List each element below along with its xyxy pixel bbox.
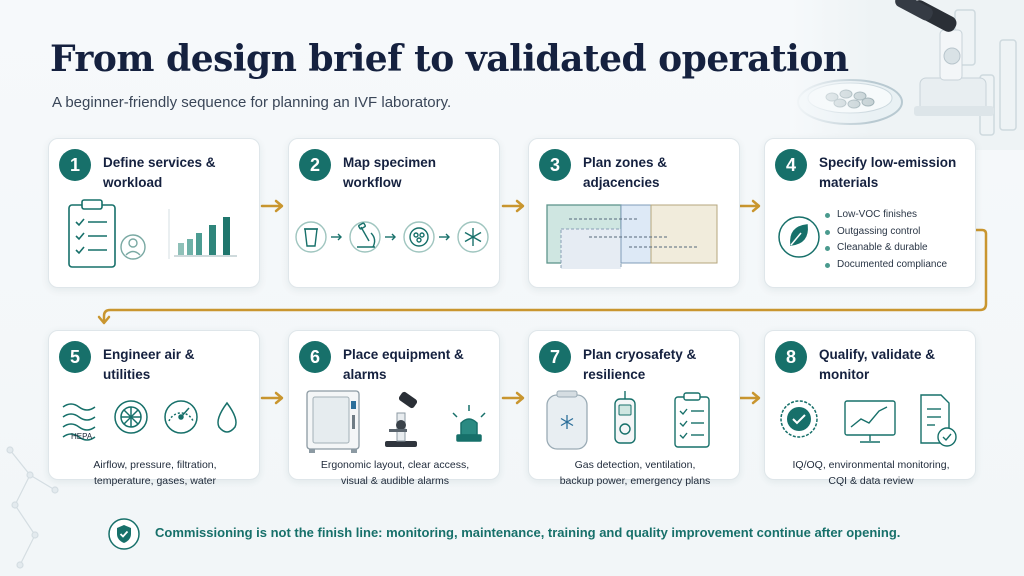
step-caption: Gas detection, ventilation,backup power,… xyxy=(559,459,711,487)
step-number: 5 xyxy=(59,341,91,373)
arrow-1-2 xyxy=(260,199,284,213)
step-1-icons xyxy=(68,199,237,268)
clipboard-checklist-icon xyxy=(68,199,116,268)
pressure-gauge-icon xyxy=(164,400,198,434)
shield-check-icon xyxy=(108,518,140,550)
microscope-icon xyxy=(385,391,418,447)
arrow-right-icon xyxy=(385,233,396,241)
step-title: Plan cryosafety &resilience xyxy=(583,347,697,382)
step-4-icons xyxy=(778,216,820,258)
step-7-icons xyxy=(546,390,710,450)
step-title: Engineer air &utilities xyxy=(103,347,195,382)
specimen-cup-icon xyxy=(295,221,327,253)
microscope-icon xyxy=(349,221,381,253)
monitor-chart-icon xyxy=(844,400,896,443)
arrow-right-icon xyxy=(439,233,450,241)
alarm-light-icon xyxy=(452,405,486,442)
bullet-item: Outgassing control xyxy=(825,224,947,241)
step-2-icons xyxy=(295,221,489,253)
lab-illustration xyxy=(790,0,1024,150)
arrow-right-icon xyxy=(331,233,342,241)
page-title: From design brief to validated operation xyxy=(50,38,849,80)
step-card-5: 5 Engineer air &utilities Airf xyxy=(48,330,260,487)
leaf-icon xyxy=(778,216,820,258)
step-card-1: 1 Define services &workload xyxy=(48,138,260,288)
step-8-icons xyxy=(780,394,957,447)
footer-note: Commissioning is not the finish line: mo… xyxy=(155,525,901,540)
floor-plan-icon xyxy=(546,204,718,269)
hepa-label: HEPA xyxy=(71,432,93,441)
step-caption: Ergonomic layout, clear access,visual & … xyxy=(320,459,470,487)
step-card-7: 7 Plan cryosafety &resilience Gas detect… xyxy=(528,330,740,487)
arrow-2-3 xyxy=(501,199,525,213)
arrow-6-7 xyxy=(501,391,525,405)
user-icon xyxy=(120,234,146,260)
validation-badge-icon xyxy=(780,400,818,438)
bar-chart-icon xyxy=(174,217,237,257)
step-number: 6 xyxy=(299,341,331,373)
page-subtitle: A beginner-friendly sequence for plannin… xyxy=(52,94,452,111)
bullet-item: Low-VOC finishes xyxy=(825,207,947,224)
dish-icon xyxy=(403,221,435,253)
snowflake-icon xyxy=(457,221,489,253)
hepa-filter-icon xyxy=(114,400,148,434)
arrow-3-4 xyxy=(737,199,761,213)
bullet-item: Cleanable & durable xyxy=(825,240,947,257)
arrow-7-8 xyxy=(737,391,761,405)
gas-detector-icon xyxy=(614,391,636,444)
materials-bullet-list: Low-VOC finishes Outgassing control Clea… xyxy=(825,207,947,273)
step-card-3: 3 Plan zones &adjacencies xyxy=(528,138,740,288)
step-6-icons xyxy=(306,390,486,453)
step-caption: IQ/OQ, environmental monitoring,CQI & da… xyxy=(792,459,950,487)
airflow-icon xyxy=(62,403,96,441)
bullet-item: Documented compliance xyxy=(825,257,947,274)
cryo-dewar-icon xyxy=(546,390,588,450)
step-number: 8 xyxy=(775,341,807,373)
step-title: Define services &workload xyxy=(103,155,216,190)
step-card-6: 6 Place equipment &alarms Ergonomic layo… xyxy=(288,330,500,487)
step-number: 2 xyxy=(299,149,331,181)
step-card-8: 8 Qualify, validate &monitor IQ/OQ, envi… xyxy=(764,330,976,487)
molecule-decoration xyxy=(6,446,59,569)
checklist-icon xyxy=(674,392,710,448)
incubator-icon xyxy=(306,390,360,453)
water-drop-icon xyxy=(217,401,237,433)
step-caption: Airflow, pressure, filtration,temperatur… xyxy=(93,459,217,487)
step-number: 1 xyxy=(59,149,91,181)
arrow-5-6 xyxy=(260,391,284,405)
step-title: Qualify, validate &monitor xyxy=(819,347,936,382)
step-5-icons xyxy=(62,400,237,441)
step-title: Place equipment &alarms xyxy=(343,347,464,382)
step-number: 3 xyxy=(539,149,571,181)
document-check-icon xyxy=(920,394,957,447)
step-title: Plan zones &adjacencies xyxy=(583,155,668,190)
step-number: 4 xyxy=(775,149,807,181)
step-number: 7 xyxy=(539,341,571,373)
